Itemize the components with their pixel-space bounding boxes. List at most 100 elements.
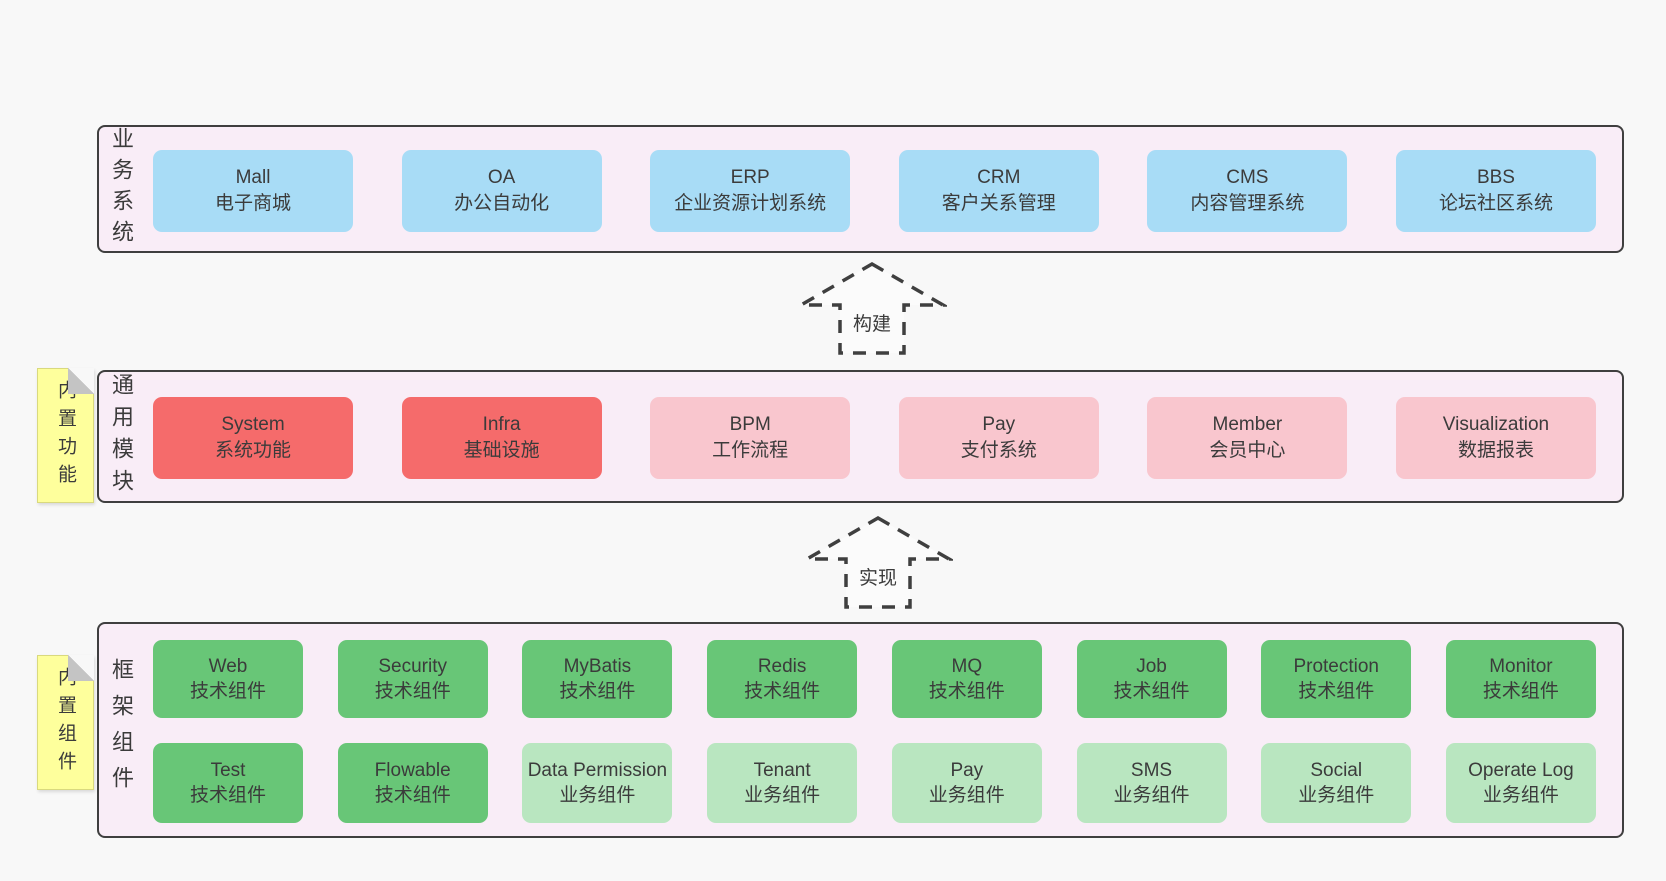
build-arrow: 构建	[797, 261, 947, 356]
folded-corner-icon	[68, 655, 94, 681]
box-subtitle: 技术组件	[1298, 681, 1375, 702]
box-protection: Protection 技术组件	[1261, 640, 1412, 718]
box-subtitle: 业务组件	[1482, 785, 1559, 806]
box-subtitle: 技术组件	[189, 785, 266, 806]
box-flowable: Flowable 技术组件	[337, 743, 488, 823]
box-subtitle: 业务组件	[744, 785, 821, 806]
box-mq: MQ 技术组件	[891, 640, 1042, 718]
box-subtitle: 论坛社区系统	[1438, 193, 1553, 214]
panel-side-label: 业务系统	[109, 127, 134, 251]
box-title: Monitor	[1489, 656, 1553, 677]
box-subtitle: 技术组件	[928, 681, 1005, 702]
box-subtitle: 工作流程	[712, 440, 789, 461]
box-title: Visualization	[1442, 414, 1550, 435]
box-mall: Mall 电子商城	[153, 150, 353, 232]
box-title: Protection	[1293, 656, 1379, 677]
box-title: Infra	[482, 414, 521, 435]
box-test: Test 技术组件	[153, 743, 303, 823]
box-title: Flowable	[374, 760, 451, 781]
box-subtitle: 业务组件	[1298, 785, 1375, 806]
box-monitor: Monitor 技术组件	[1445, 640, 1596, 718]
box-subtitle: 技术组件	[559, 681, 636, 702]
panel-side-label: 通用模块	[109, 372, 134, 501]
sticky-note-builtin-features: 内置功能	[37, 368, 94, 503]
box-cms: CMS 内容管理系统	[1147, 150, 1348, 232]
box-subtitle: 技术组件	[744, 681, 821, 702]
box-web: Web 技术组件	[153, 640, 303, 718]
box-redis: Redis 技术组件	[707, 640, 858, 718]
box-infra: Infra 基础设施	[401, 397, 602, 479]
box-title: SMS	[1130, 760, 1173, 781]
box-subtitle: 业务组件	[559, 785, 636, 806]
box-bbs: BBS 论坛社区系统	[1395, 150, 1596, 232]
up-arrow-icon	[803, 515, 953, 609]
box-title: MQ	[951, 656, 983, 677]
implement-arrow-label: 实现	[803, 563, 953, 590]
sticky-note-builtin-components: 内置组件	[37, 655, 94, 790]
box-title: Member	[1212, 414, 1283, 435]
box-subtitle: 基础设施	[463, 440, 540, 461]
box-title: OA	[487, 167, 516, 188]
box-title: Mall	[235, 167, 271, 188]
box-crm: CRM 客户关系管理	[898, 150, 1099, 232]
box-title: Web	[208, 656, 248, 677]
box-social: Social 业务组件	[1261, 743, 1412, 823]
box-security: Security 技术组件	[337, 640, 488, 718]
box-subtitle: 电子商城	[214, 193, 291, 214]
build-arrow-label: 构建	[797, 309, 947, 336]
box-sms: SMS 业务组件	[1076, 743, 1227, 823]
box-subtitle: 内容管理系统	[1190, 193, 1305, 214]
box-title: Pay	[982, 414, 1016, 435]
box-subtitle: 技术组件	[374, 681, 451, 702]
box-subtitle: 业务组件	[1113, 785, 1190, 806]
box-subtitle: 企业资源计划系统	[674, 193, 827, 214]
implement-arrow: 实现	[803, 515, 953, 610]
box-title: Security	[378, 656, 448, 677]
box-title: Social	[1310, 760, 1363, 781]
box-title: Redis	[757, 656, 807, 677]
box-oa: OA 办公自动化	[401, 150, 602, 232]
box-job: Job 技术组件	[1076, 640, 1227, 718]
box-title: MyBatis	[563, 656, 632, 677]
box-subtitle: 会员中心	[1209, 440, 1286, 461]
box-title: Job	[1136, 656, 1167, 677]
panel-business-systems: 业务系统 Mall 电子商城 OA 办公自动化 ERP 企业资源计划系统 CRM 客户关系管理…	[97, 125, 1624, 253]
box-subtitle: 技术组件	[1113, 681, 1190, 702]
box-title: Operate Log	[1468, 760, 1574, 781]
box-subtitle: 技术组件	[374, 785, 451, 806]
box-subtitle: 办公自动化	[454, 193, 550, 214]
box-subtitle: 技术组件	[189, 681, 266, 702]
layer-row: Mall 电子商城 OA 办公自动化 ERP 企业资源计划系统 CRM 客户关系管理 CMS 内容…	[153, 150, 1596, 232]
box-erp: ERP 企业资源计划系统	[650, 150, 851, 232]
box-system: System 系统功能	[153, 397, 353, 479]
up-arrow-icon	[797, 261, 947, 355]
box-title: BBS	[1476, 167, 1515, 188]
sticky-note-label: 内置组件	[55, 666, 76, 779]
box-mybatis: MyBatis 技术组件	[522, 640, 673, 718]
box-title: Test	[210, 760, 246, 781]
box-title: BPM	[729, 414, 771, 435]
box-title: System	[221, 414, 285, 435]
box-member: Member 会员中心	[1147, 397, 1348, 479]
box-title: CRM	[977, 167, 1021, 188]
box-subtitle: 技术组件	[1482, 681, 1559, 702]
box-title: Pay	[950, 760, 984, 781]
box-bpm: BPM 工作流程	[650, 397, 851, 479]
box-subtitle: 客户关系管理	[941, 193, 1056, 214]
box-title: CMS	[1226, 167, 1269, 188]
box-title: ERP	[730, 167, 770, 188]
box-subtitle: 系统功能	[214, 440, 291, 461]
sticky-note-label: 内置功能	[55, 379, 76, 492]
folded-corner-icon	[68, 368, 94, 394]
panel-side-label: 框架组件	[109, 658, 134, 802]
box-subtitle: 业务组件	[928, 785, 1005, 806]
